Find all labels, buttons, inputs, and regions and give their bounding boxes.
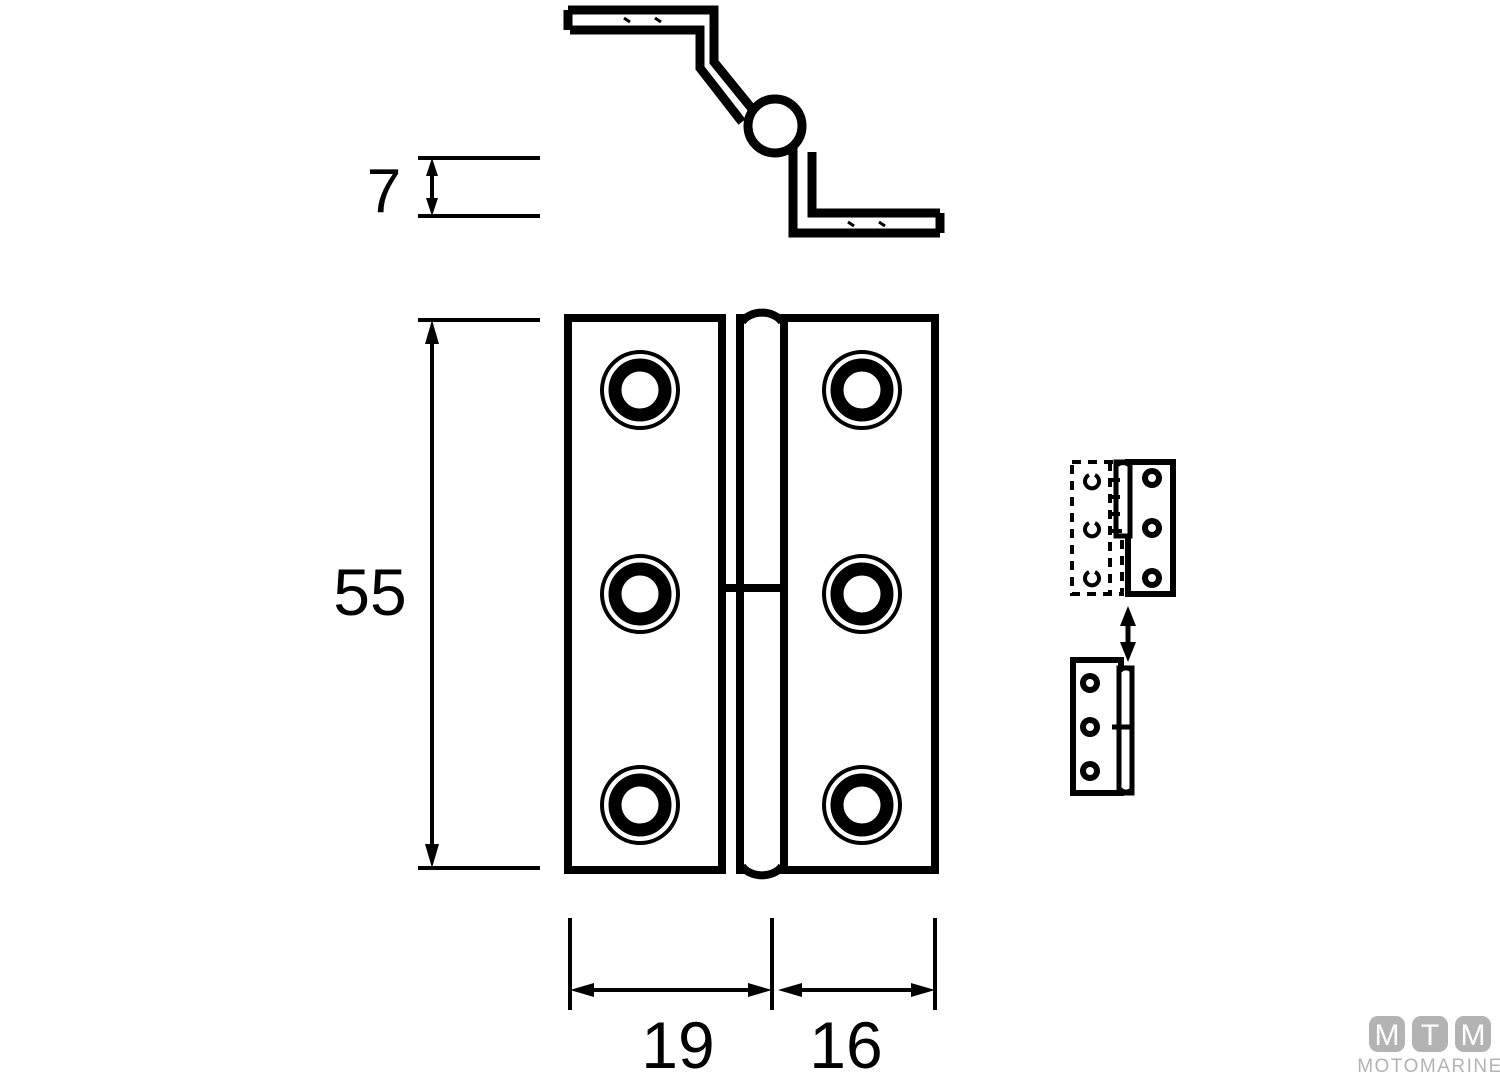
side-profile-upper-countersink-1 [623,16,631,24]
detail-separated-screw-hole-top [1080,673,1100,693]
front-face-knuckle-barrel [736,314,788,874]
front-face-view [564,308,939,880]
dimension-height-55: 55 [333,318,540,870]
dimension-widths: 19 16 [568,918,937,1080]
mtm-motomarine-logo: M T M MOTOMARINE [1357,1016,1500,1077]
side-profile-upper-countersink-2 [654,16,662,24]
lift-off-arrowhead-up [1120,606,1136,626]
detail-separated-knuckle-barrel [1116,665,1135,796]
dimension-19-label: 19 [641,1008,714,1080]
logo-letter-t: T [1421,1019,1439,1052]
logo-tile-m1 [1369,1016,1405,1052]
dimension-55-label: 55 [333,555,406,629]
detail-assembled-knuckle-cap [1115,460,1131,467]
side-profile-view [563,5,945,238]
dimension-7-arrowhead-top [426,158,438,176]
dimension-19-arrowhead-left [570,983,594,997]
detail-assembled-hidden-hole-bottom [1083,570,1101,588]
logo-wordmark: MOTOMARINE [1357,1056,1500,1077]
logo-letter-m1: M [1375,1019,1400,1052]
logo-letter-m2: M [1461,1019,1486,1052]
screw-hole-left-bottom [600,765,680,845]
logo-tile-m2 [1455,1016,1491,1052]
dimension-16-arrowhead-right [911,983,935,997]
side-profile-upper-leaf-inner [570,25,746,125]
dimension-55-arrowhead-top [425,320,439,344]
dimension-16-label: 16 [809,1008,882,1080]
dimension-16-arrowhead-left [778,983,802,997]
detail-assembled-screw-hole-middle [1142,518,1162,538]
screw-hole-right-top [822,350,902,430]
detail-assembled-view [1070,459,1176,597]
side-profile-lower-leaf-inner [807,152,940,218]
side-profile-lower-countersink-2 [878,220,886,228]
front-face-knuckle-cap-top [738,308,786,325]
lift-off-arrowhead-down [1120,642,1136,662]
lift-off-direction-arrow [1120,606,1136,662]
detail-assembled-hidden-hole-top [1083,473,1101,491]
dimension-7-label: 7 [367,157,401,226]
detail-separated-screw-hole-middle [1080,717,1100,737]
detail-separated-screw-hole-bottom [1080,761,1100,781]
detail-assembled-screw-hole-bottom [1142,568,1162,588]
side-profile-upper-leaf-outer [568,5,757,113]
logo-tile-t [1412,1016,1448,1052]
screw-hole-right-bottom [822,765,902,845]
dimension-thickness-7: 7 [367,156,540,226]
side-profile-knuckle [743,94,807,158]
detail-separated-view [1070,657,1135,796]
side-profile-lower-leaf-outer [788,148,940,238]
dimension-19-arrowhead-right [748,983,772,997]
detail-assembled-screw-hole-top [1142,468,1162,488]
screw-hole-left-top [600,350,680,430]
screw-hole-left-middle [600,554,680,634]
dimension-55-arrowhead-bottom [425,844,439,868]
side-profile-lower-countersink-1 [847,220,855,228]
detail-separated-knuckle-cap-top [1117,665,1135,673]
dimension-7-arrowhead-bottom [426,198,438,216]
detail-assembled-hidden-hole-middle [1083,521,1101,539]
detail-separated-knuckle-cap-bottom [1117,787,1135,795]
front-face-knuckle-cap-bottom [738,863,786,880]
screw-hole-right-middle [822,554,902,634]
